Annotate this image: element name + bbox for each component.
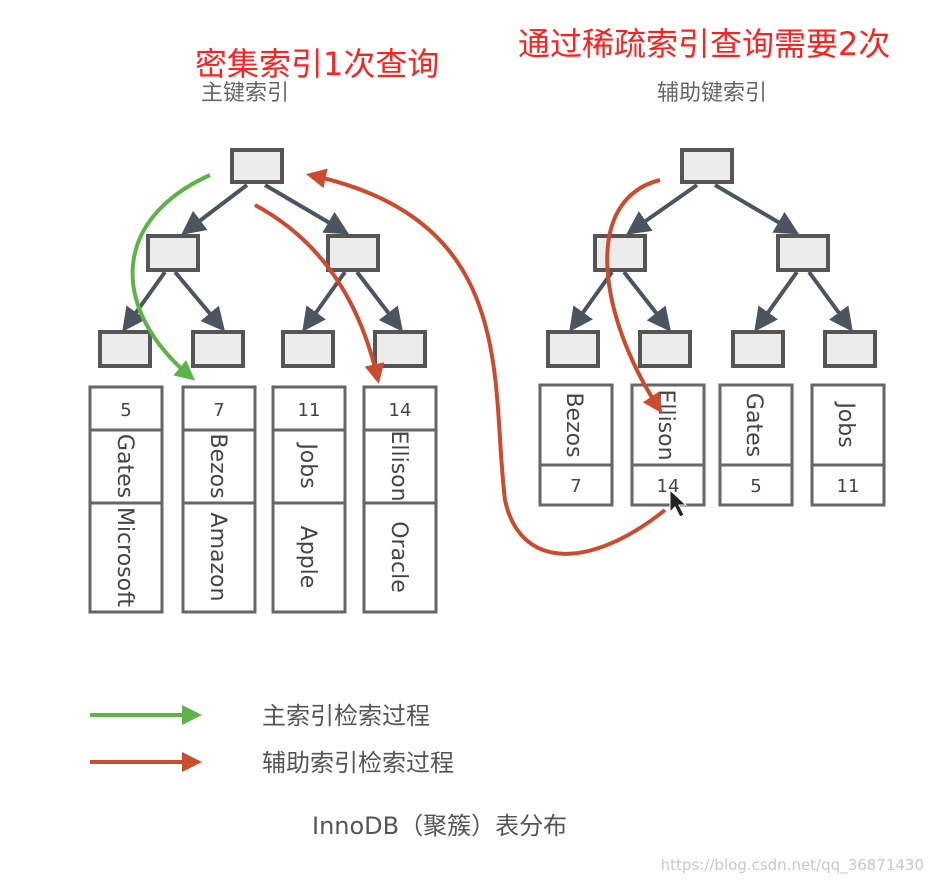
secondary-leaf-node-1 — [546, 330, 600, 368]
primary-record-name: Ellison — [386, 430, 411, 501]
primary-record — [271, 385, 347, 614]
secondary-tree-nodes — [546, 148, 877, 368]
secondary-inner-node-right — [776, 234, 830, 272]
diagram-caption: InnoDB（聚簇）表分布 — [312, 812, 567, 840]
back-to-primary-path-red — [306, 168, 667, 556]
legend-primary-label: 主索引检索过程 — [262, 702, 430, 730]
secondary-leaf-node-4 — [823, 330, 877, 368]
secondary-leaf-node-2 — [638, 330, 692, 368]
primary-record-id: 5 — [120, 400, 131, 421]
secondary-leaf-node-3 — [731, 330, 785, 368]
primary-record-name: Gates — [112, 434, 137, 498]
primary-leaf-node-3 — [281, 330, 335, 368]
primary-inner-node-left — [146, 234, 200, 272]
watermark: https://blog.csdn.net/qq_36871430 — [660, 856, 924, 874]
secondary-record-name: Ellison — [653, 389, 678, 460]
secondary-record — [718, 383, 794, 507]
primary-record-name: Bezos — [205, 433, 230, 498]
primary-tree-nodes — [98, 148, 427, 368]
secondary-tree-edges — [569, 183, 853, 332]
primary-search-path-green — [130, 173, 211, 381]
secondary-search-path-red — [605, 178, 663, 414]
primary-root-node — [230, 148, 284, 184]
primary-leaf-node-1 — [98, 330, 152, 368]
secondary-tree-title: 辅助键索引 — [657, 81, 767, 106]
cursor-icon — [669, 488, 688, 518]
primary-leaf-node-2 — [191, 330, 245, 368]
primary-record-id: 11 — [298, 400, 321, 421]
primary-record-company: Apple — [295, 526, 320, 589]
secondary-record — [810, 383, 886, 507]
primary-record-id: 14 — [389, 400, 412, 421]
primary-record — [362, 385, 438, 614]
primary-record — [181, 385, 257, 614]
secondary-record-id: 14 — [657, 476, 680, 497]
secondary-record-name: Bezos — [561, 392, 586, 457]
primary-leaf-node-4 — [373, 330, 427, 368]
dense-index-annotation: 密集索引1次查询 — [195, 45, 440, 83]
sparse-index-annotation: 通过稀疏索引查询需要2次 — [518, 25, 891, 63]
legend: 主索引检索过程 辅助索引检索过程 — [90, 702, 454, 777]
primary-record-id: 7 — [213, 400, 224, 421]
secondary-root-node — [680, 148, 734, 184]
secondary-record-name: Jobs — [833, 400, 858, 447]
secondary-record-id: 11 — [837, 476, 860, 497]
primary-record-company: Microsoft — [112, 507, 137, 607]
secondary-records: Bezos 7 Ellison 14 Gates 5 Jobs 11 — [538, 383, 886, 507]
primary-search-path-red — [254, 203, 385, 384]
primary-records: 5 Gates Microsoft 7 Bezos Amazon 11 Jobs… — [88, 385, 438, 614]
secondary-record-name: Gates — [741, 393, 766, 457]
secondary-record-id: 7 — [570, 476, 581, 497]
primary-record-name: Jobs — [295, 441, 320, 488]
primary-inner-node-right — [326, 234, 380, 272]
secondary-record — [538, 383, 614, 507]
primary-record-company: Oracle — [386, 521, 411, 593]
legend-secondary-label: 辅助索引检索过程 — [262, 749, 454, 777]
secondary-inner-node-left — [593, 234, 647, 272]
secondary-record-id: 5 — [750, 476, 761, 497]
primary-record-company: Amazon — [205, 513, 230, 602]
primary-record — [88, 385, 164, 614]
primary-tree-title: 主键索引 — [201, 81, 289, 106]
